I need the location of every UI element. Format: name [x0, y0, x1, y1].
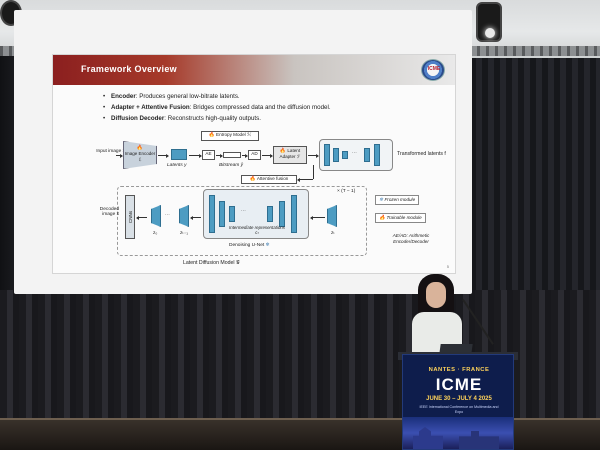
page-number: 5	[446, 264, 449, 269]
connector	[313, 165, 314, 179]
arrow	[297, 177, 313, 182]
bullet-item: Encoder: Produces general low-bitrate la…	[103, 91, 423, 102]
bullet-key: Diffusion Decoder	[111, 115, 165, 122]
curtain	[458, 58, 600, 298]
arrow	[116, 153, 123, 158]
latent-adapter: 🔥 Latent Adapter ℱ	[273, 146, 307, 164]
bitstream	[223, 152, 241, 158]
denoising-unet-text: Denoising U-Net	[229, 243, 265, 248]
snowflake-icon: ❄	[265, 242, 270, 248]
latent-bar	[342, 151, 348, 159]
bullet-text: : Bridges compressed data and the diffus…	[189, 104, 331, 111]
podium-year: 2025	[478, 396, 492, 402]
unet-bar	[279, 201, 285, 227]
slide-header: Framework Overview ICME	[53, 55, 455, 85]
podium-subtitle: IEEE International Conference on Multime…	[419, 405, 499, 414]
podium-dates: JUNE 30 – JULY 4 2025	[411, 396, 507, 402]
bullet-text: : Reconstructs high-quality outputs.	[164, 115, 261, 122]
bullet-key: Encoder	[111, 93, 136, 100]
zt-label: zₜ	[331, 231, 335, 236]
podium: NANTES · FRANCE ICME JUNE 30 – JULY 4 20…	[402, 354, 514, 450]
latent-bar	[333, 148, 339, 162]
arithmetic-decoder: AD	[248, 150, 261, 160]
legend-codec: AE/AD: Arithmetic Encoder/Decoder	[392, 233, 430, 244]
cnns-block: CNNs	[125, 195, 135, 239]
entropy-model-label: Entropy Model ℋ	[216, 132, 252, 137]
podium-dates-text: JUNE 30 – JULY 4	[426, 396, 477, 402]
fire-icon: 🔥	[379, 215, 386, 221]
ellipsis: ···	[352, 151, 357, 156]
podium-logo: ICME	[435, 375, 483, 394]
bullet-text: : Produces general low-bitrate latents.	[135, 93, 240, 100]
zt-minus-1-label: zₜ₋₁	[180, 231, 188, 236]
denoising-unet-label: Denoising U-Net ❄	[229, 242, 270, 248]
decoded-image-label: Decoded image x̂	[99, 207, 119, 217]
legend-trainable: 🔥 Trainable module	[375, 213, 426, 223]
podium-skyline	[403, 417, 513, 449]
bullet-item: Diffusion Decoder: Reconstructs high-qua…	[103, 113, 423, 124]
bullet-item: Adapter + Attentive Fusion: Bridges comp…	[103, 102, 423, 113]
intermediate-label: Intermediate representations cₜ	[229, 225, 285, 235]
stage-edge	[0, 418, 600, 420]
legend-frozen-label: Frozen module	[384, 197, 416, 202]
unet-bar	[219, 201, 225, 227]
attentive-fusion: 🔥 Attentive fusion	[241, 175, 297, 184]
spotlight	[476, 2, 502, 42]
fire-icon: 🔥	[136, 145, 144, 151]
slide-title: Framework Overview	[81, 64, 177, 74]
image-encoder: 🔥Image Encoder ℰ	[123, 141, 157, 169]
input-image-label: Input image x	[96, 149, 125, 154]
snowflake-icon: ❄	[379, 197, 384, 203]
framework-diagram: Input image x 🔥Image Encoder ℰ Latents y…	[53, 55, 457, 275]
arrow	[136, 215, 147, 220]
cnns-label: CNNs	[128, 210, 133, 224]
fire-icon: 🔥	[279, 148, 287, 154]
projection-screen: Framework Overview ICME Encoder: Produce…	[14, 10, 472, 294]
arrow	[189, 153, 202, 158]
transformed-latents-label: Transformed latents f	[397, 151, 446, 157]
arrow	[262, 153, 273, 158]
podium-city: NANTES · FRANCE	[428, 367, 490, 373]
latents-label: Latents y	[167, 163, 187, 168]
z0-label: z₀	[153, 231, 158, 236]
fire-icon: 🔥	[208, 132, 215, 138]
latent-bar	[364, 148, 370, 162]
arrow	[158, 153, 169, 158]
arithmetic-encoder: AE	[202, 150, 215, 160]
fire-icon: 🔥	[249, 176, 256, 182]
unet-bar	[229, 206, 235, 222]
ldm-label: Latent Diffusion Model 𝒢	[183, 260, 240, 266]
repeat-label: × (T − 1)	[337, 189, 356, 194]
image-encoder-label: Image Encoder ℰ	[124, 151, 156, 162]
arrow	[310, 215, 325, 220]
conference-logo-text: ICME	[427, 66, 441, 72]
unet-bar	[291, 195, 297, 233]
conference-logo: ICME	[421, 59, 445, 81]
arrow	[190, 215, 201, 220]
attentive-fusion-label: Attentive fusion	[256, 176, 289, 181]
latent-adapter-label: Latent Adapter ℱ	[279, 148, 301, 159]
unet-bar	[267, 206, 273, 222]
presenter-face	[426, 282, 446, 308]
latent-bar	[374, 144, 380, 166]
latents-cube	[171, 149, 187, 160]
bullet-list: Encoder: Produces general low-bitrate la…	[103, 91, 423, 124]
bitstream-label: Bitstream ŷ	[219, 163, 243, 168]
slide: Framework Overview ICME Encoder: Produce…	[52, 54, 456, 274]
arrow	[308, 153, 319, 158]
bullet-key: Adapter + Attentive Fusion	[111, 104, 190, 111]
arrow	[242, 153, 248, 158]
unet-bar	[209, 195, 215, 233]
transformed-latents-unet	[319, 139, 393, 171]
arrow	[216, 153, 223, 158]
legend-frozen: ❄ Frozen module	[375, 195, 420, 205]
latent-diffusion-model-block	[117, 186, 367, 256]
entropy-model: 🔥 Entropy Model ℋ	[201, 131, 259, 141]
ellipsis: ···	[241, 209, 246, 214]
latent-bar	[324, 144, 330, 166]
ellipsis: ···	[165, 213, 170, 218]
legend-trainable-label: Trainable module	[386, 215, 422, 220]
